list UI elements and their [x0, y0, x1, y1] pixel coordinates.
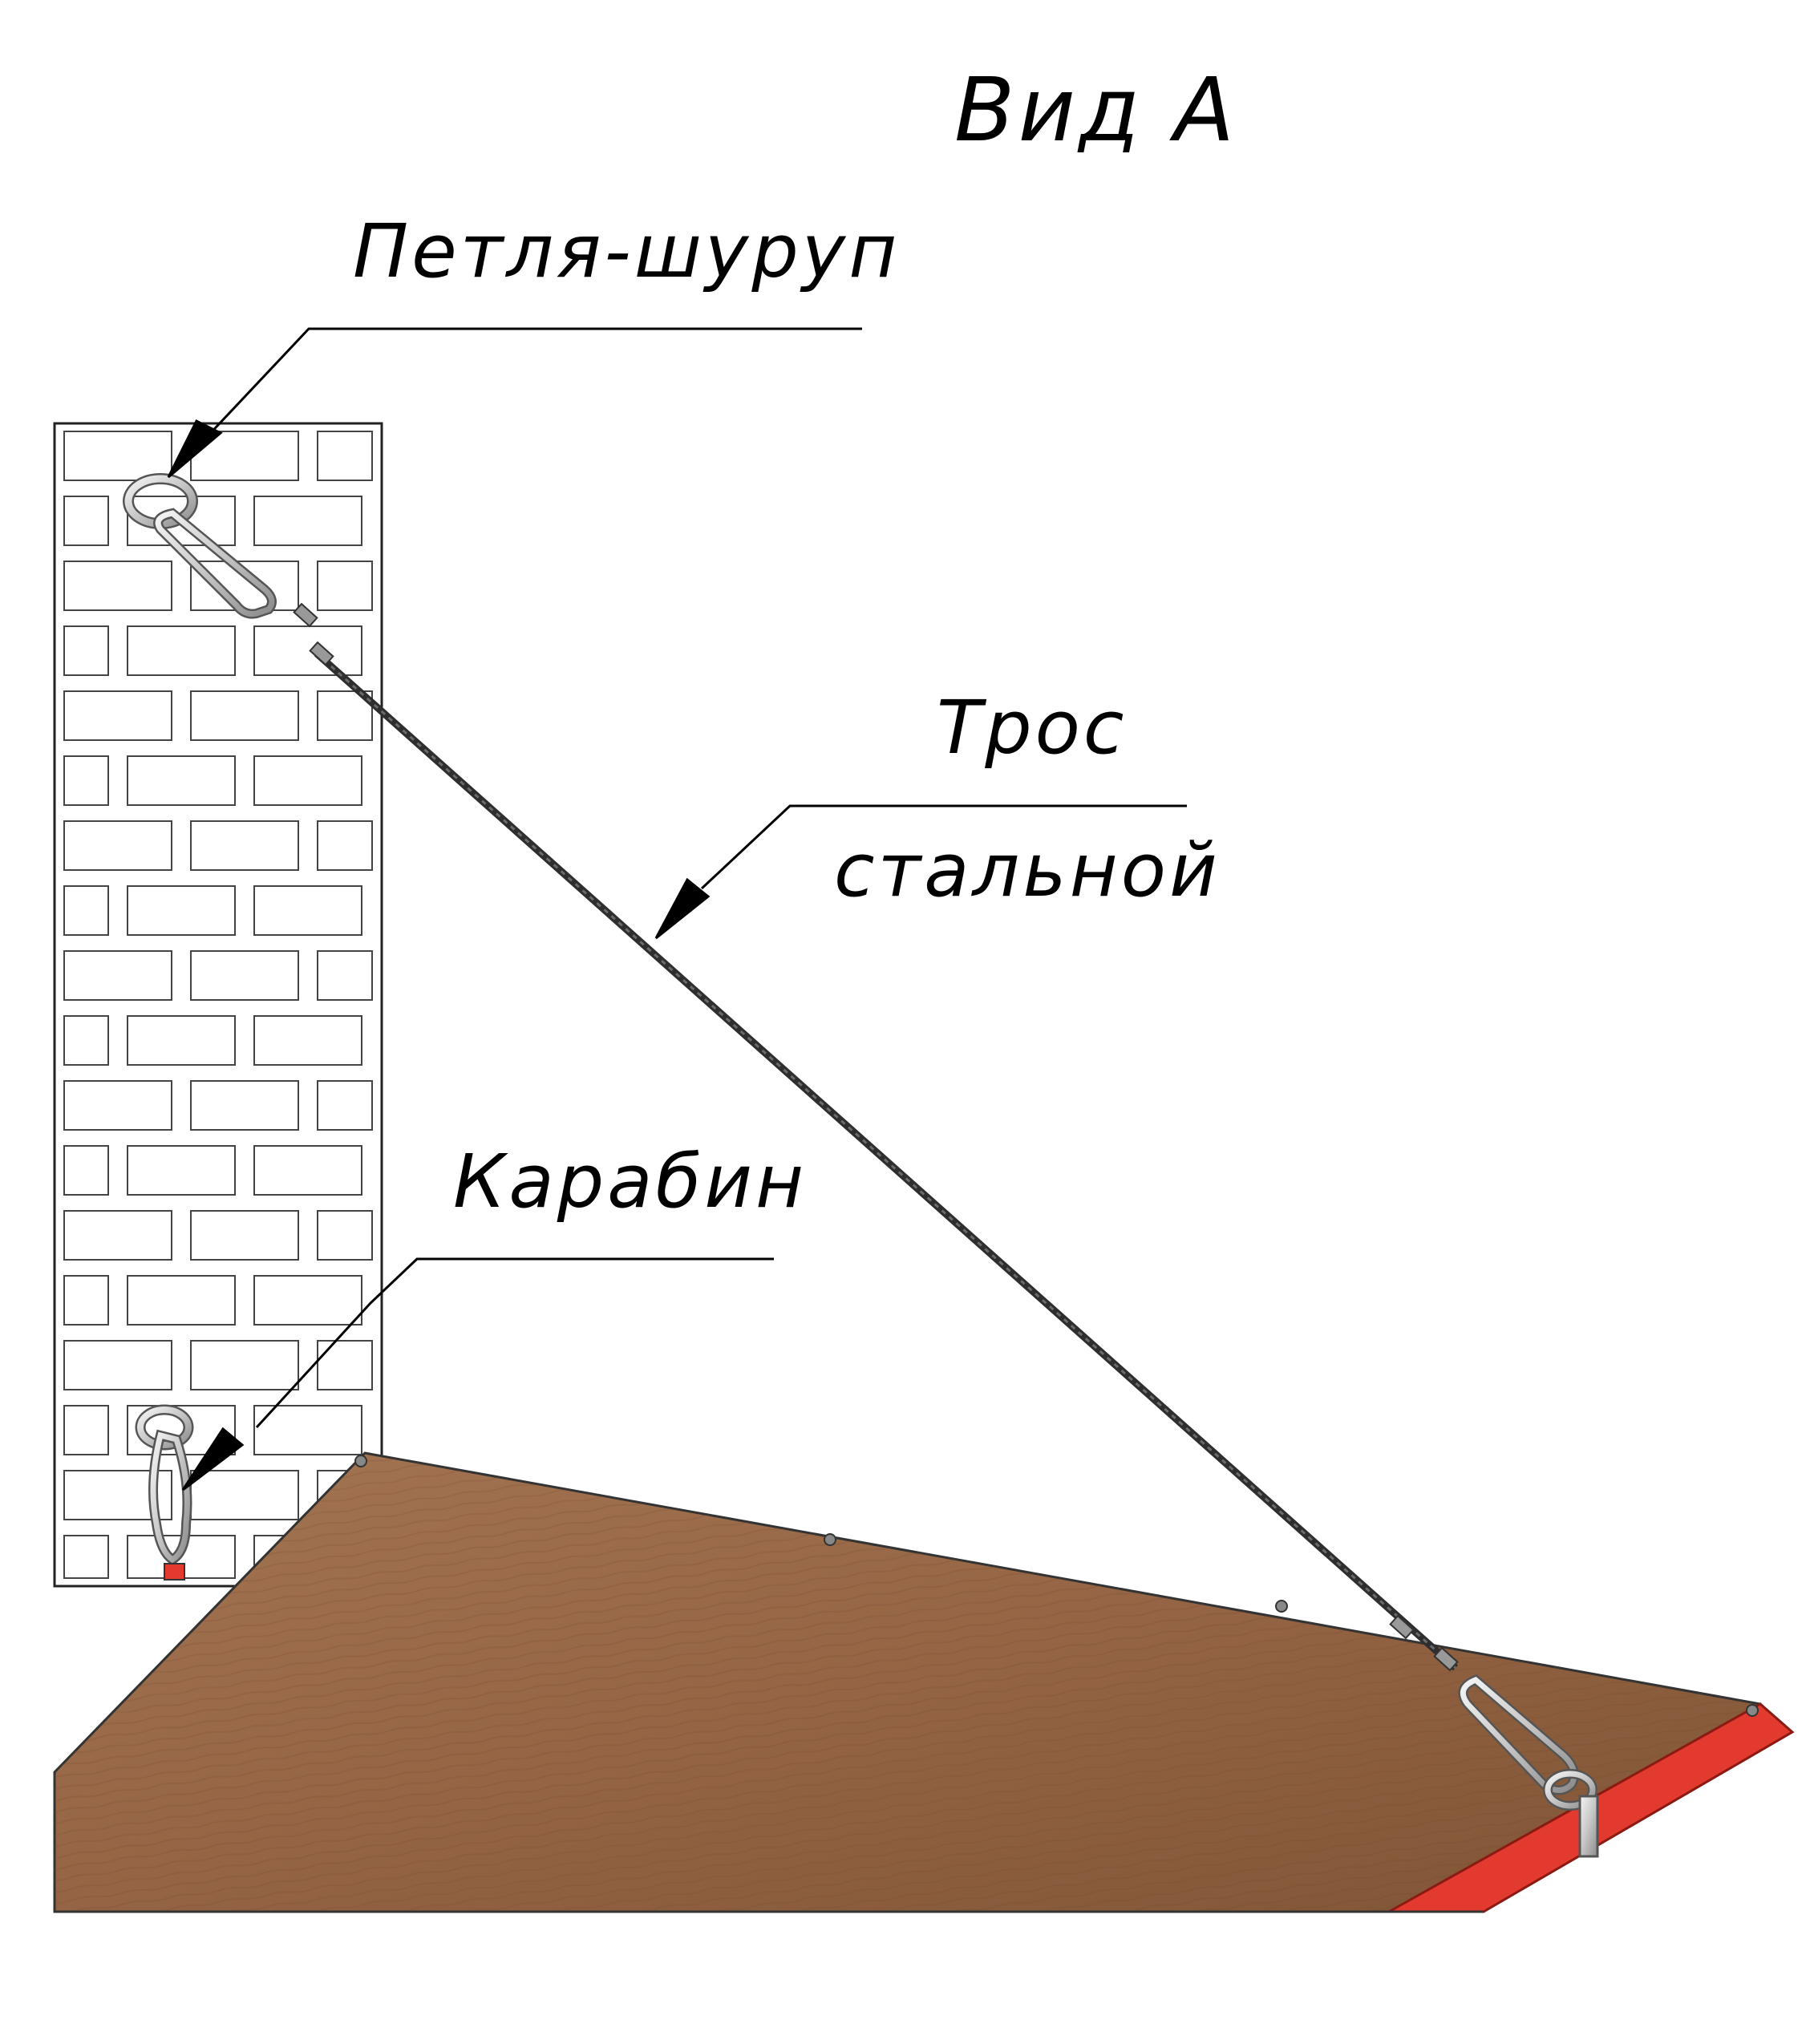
brick [63, 1015, 109, 1066]
steel-cable-icon [293, 602, 1459, 1672]
brick [253, 496, 362, 546]
brick [190, 1340, 299, 1390]
brick [127, 1015, 236, 1066]
steel-cable-label-line1: Трос [937, 685, 1128, 771]
brick [63, 1080, 172, 1131]
brick-wall-icon [53, 422, 383, 1588]
brick [63, 755, 109, 806]
brick [63, 885, 109, 936]
brick [317, 561, 373, 611]
loop-screw-leader [203, 327, 862, 441]
brick [127, 625, 236, 676]
brick [253, 1275, 362, 1326]
brick [317, 1340, 373, 1390]
brick [63, 561, 172, 611]
wooden-board-icon [53, 1451, 1795, 1913]
brick [253, 755, 362, 806]
brick [63, 496, 109, 546]
brick [317, 820, 373, 871]
carabiner-leader [255, 1257, 774, 1429]
loop-screw-icon [123, 473, 277, 619]
brick [63, 1145, 109, 1196]
brick [63, 625, 109, 676]
view-title: Вид А [954, 59, 1238, 161]
brick [253, 1405, 362, 1455]
brick [190, 820, 299, 871]
brick [63, 1275, 109, 1326]
brick [317, 950, 373, 1001]
carabiner-label: Карабин [453, 1139, 808, 1224]
brick [127, 885, 236, 936]
loop-screw-label: Петля-шуруп [353, 208, 901, 294]
brick [317, 431, 373, 481]
brick [253, 885, 362, 936]
brick [63, 1210, 172, 1261]
carabiner-arrow [181, 1427, 245, 1492]
leader-lines [167, 327, 1187, 1492]
brick [317, 690, 373, 741]
brick [63, 1535, 109, 1579]
brick [253, 1015, 362, 1066]
brick [253, 625, 362, 676]
board-carabiner-icon [1458, 1674, 1599, 1858]
cable-leader [700, 804, 1187, 890]
brick [317, 1210, 373, 1261]
brick [63, 690, 172, 741]
cable-arrow [654, 877, 711, 940]
steel-cable-label-line2: стальной [834, 828, 1221, 913]
brick [127, 1145, 236, 1196]
brick [127, 1275, 236, 1326]
brick [127, 755, 236, 806]
brick [253, 1145, 362, 1196]
brick [317, 1080, 373, 1131]
loop-screw-arrow [167, 419, 223, 479]
brick [190, 950, 299, 1001]
brick [63, 950, 172, 1001]
brick [63, 1340, 172, 1390]
brick [63, 431, 172, 481]
brick [190, 1080, 299, 1131]
brick [63, 820, 172, 871]
brick [63, 1470, 172, 1520]
brick [190, 1210, 299, 1261]
brick [63, 1405, 109, 1455]
brick [190, 690, 299, 741]
